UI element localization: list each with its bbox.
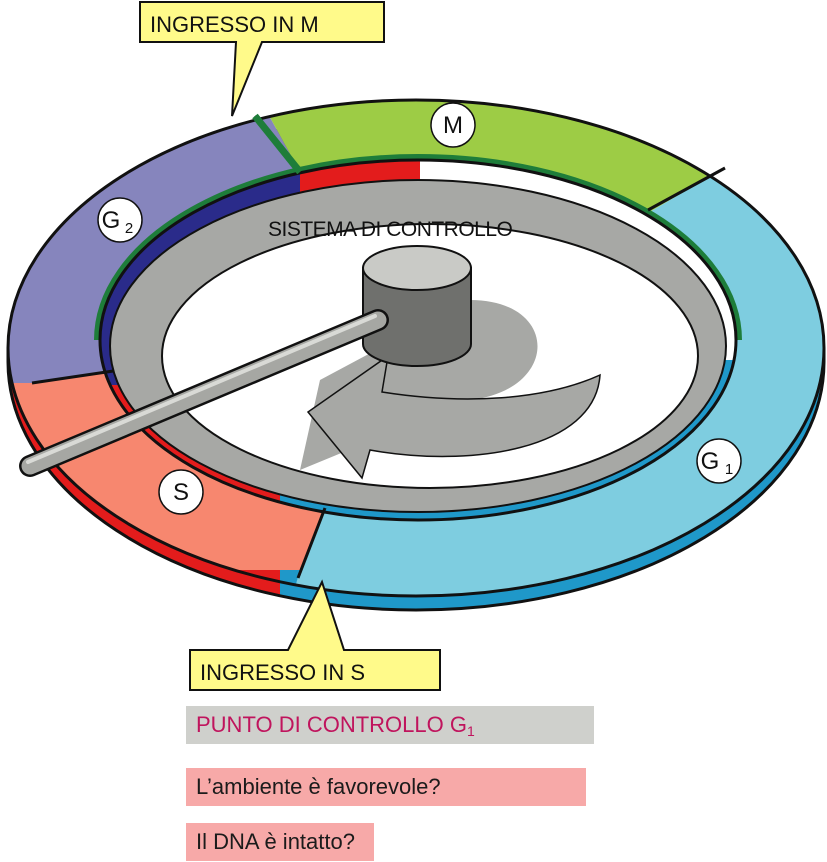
- svg-text:INGRESSO IN M: INGRESSO IN M: [150, 12, 319, 37]
- phase-g2-label: G 2: [97, 197, 143, 243]
- rotation-arrow: [306, 354, 601, 480]
- checkpoint-question-environment: L’ambiente è favorevole?: [186, 768, 586, 806]
- callout-entry-m: INGRESSO IN M: [139, 1, 385, 117]
- control-system-label: SISTEMA DI CONTROLLO: [268, 218, 513, 241]
- phase-g1-label: G 1: [696, 438, 742, 484]
- svg-text:2: 2: [125, 220, 133, 237]
- controller-arm[interactable]: [19, 309, 389, 477]
- svg-text:INGRESSO IN S: INGRESSO IN S: [200, 660, 365, 685]
- phase-s-label: S: [158, 469, 204, 515]
- svg-text:1: 1: [725, 461, 733, 478]
- svg-text:G: G: [701, 448, 720, 475]
- callout-entry-s: INGRESSO IN S: [189, 579, 441, 691]
- svg-text:S: S: [173, 479, 189, 506]
- phase-m-label: M: [430, 102, 476, 148]
- controller-knob-top: [362, 245, 472, 291]
- svg-text:M: M: [443, 112, 463, 139]
- svg-text:G: G: [102, 207, 121, 234]
- checkpoint-question-dna: Il DNA è intatto?: [186, 823, 374, 861]
- checkpoint-title: PUNTO DI CONTROLLO G1: [186, 706, 594, 744]
